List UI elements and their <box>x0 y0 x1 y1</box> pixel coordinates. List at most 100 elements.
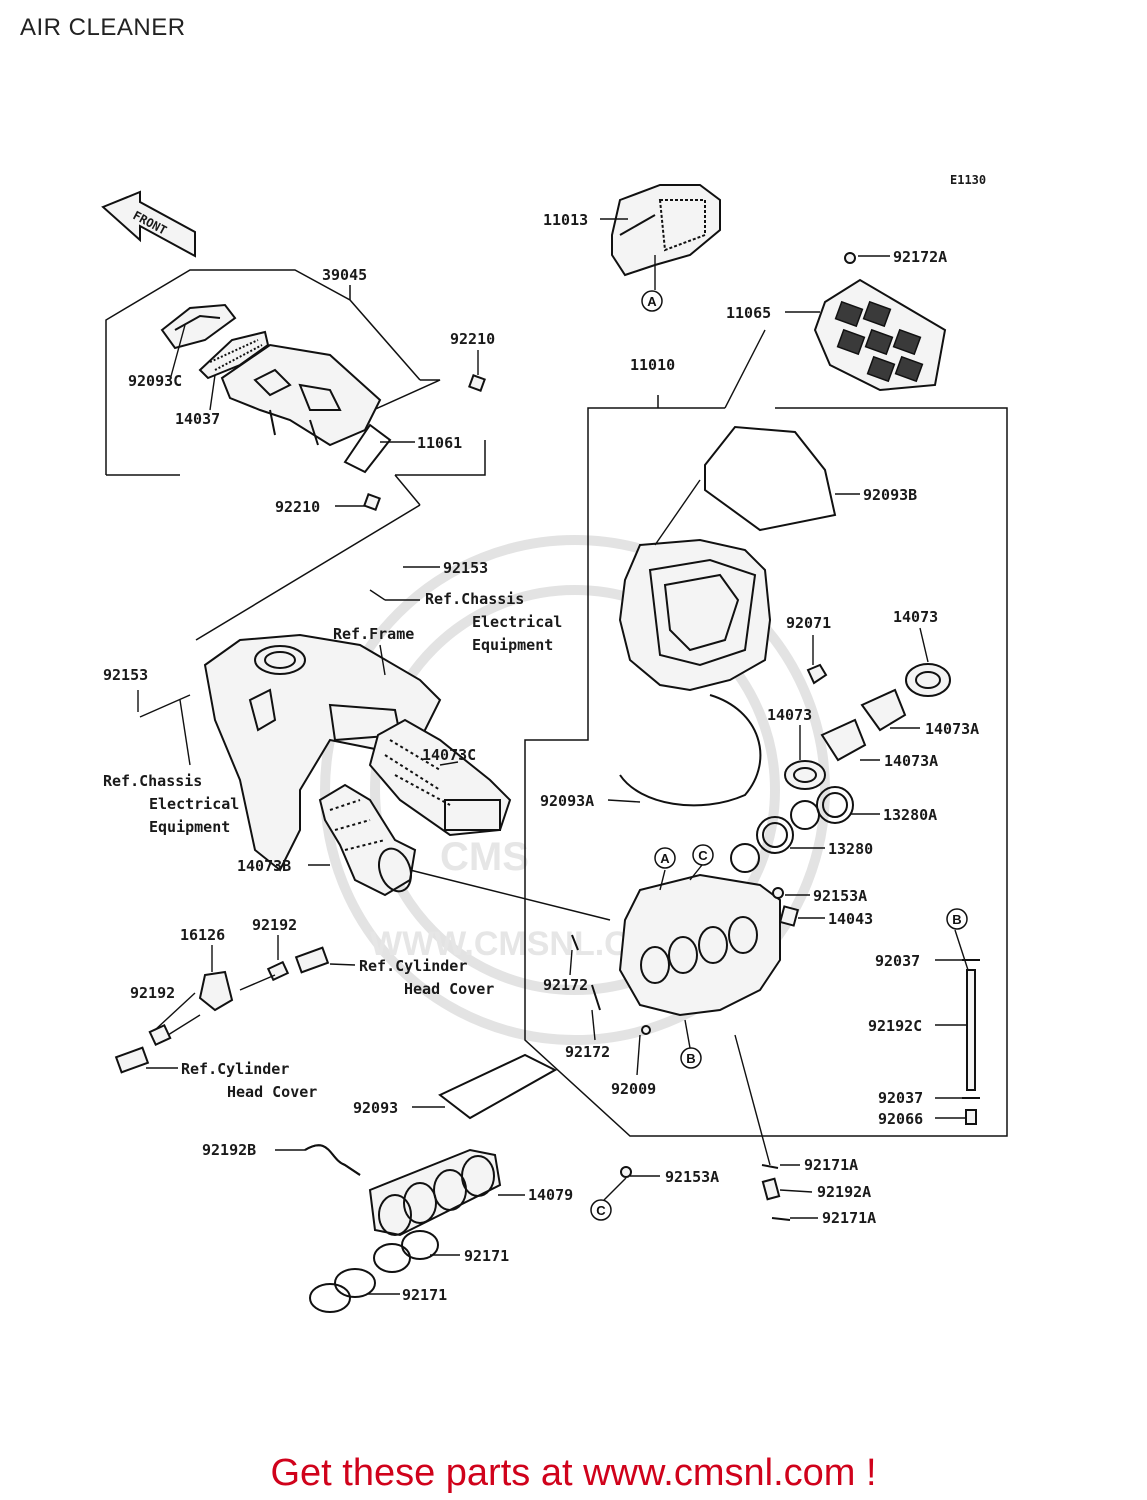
part-hose-92192B <box>304 1144 361 1176</box>
label-13280: 13280 <box>828 840 873 858</box>
ref-equipment-1: Equipment <box>472 636 553 654</box>
reference-labels: Ref.Chassis Electrical Equipment Ref.Fra… <box>103 590 562 1101</box>
page-title: AIR CLEANER <box>20 14 186 41</box>
part-stack-14073a <box>905 663 951 697</box>
label-92171A1: 92171A <box>804 1156 858 1174</box>
part-connector-cyl-1 <box>294 946 330 974</box>
label-14079: 14079 <box>528 1186 573 1204</box>
label-92171a: 92171 <box>464 1247 509 1265</box>
label-14043: 14043 <box>828 910 873 928</box>
ref-cylinder-1: Ref.Cylinder <box>359 957 467 975</box>
part-seal-92093A <box>619 694 762 807</box>
label-11065: 11065 <box>726 304 771 322</box>
part-nut-92153A1 <box>772 887 784 899</box>
part-screen-14037 <box>198 330 270 380</box>
label-16126: 16126 <box>180 926 225 944</box>
label-14073A1: 14073A <box>925 720 979 738</box>
part-clamp-92171a <box>373 1230 439 1273</box>
label-92093C: 92093C <box>128 372 182 390</box>
label-92093A: 92093A <box>540 792 594 810</box>
part-filter-11065 <box>813 278 947 392</box>
watermark-logo: CMS <box>440 835 529 879</box>
part-hose-92192A <box>761 1177 781 1201</box>
marker-a-2: A <box>660 851 670 866</box>
part-clip-92210b <box>363 493 381 511</box>
part-clamp-92171A1 <box>761 1164 779 1169</box>
label-92192B: 92192B <box>202 1141 256 1159</box>
label-92192C: 92192C <box>868 1017 922 1035</box>
label-92153A2: 92153A <box>665 1168 719 1186</box>
label-92172A: 92172A <box>893 248 947 266</box>
marker-c-1: C <box>698 848 708 863</box>
part-gasket-92093C <box>160 303 237 350</box>
marker-b-1: B <box>952 912 961 927</box>
part-clamp-92171A2 <box>771 1217 791 1221</box>
part-nut-92153A2 <box>620 1166 632 1178</box>
front-arrow-icon: FRONT <box>101 190 196 258</box>
part-hose-92192C <box>966 969 976 1091</box>
label-92153A1: 92153A <box>813 887 867 905</box>
label-92192a: 92192 <box>252 916 297 934</box>
part-duct-14073C <box>368 718 512 837</box>
part-connector-cyl-2 <box>114 1046 150 1074</box>
marker-b-2: B <box>686 1051 695 1066</box>
part-plug-92066 <box>965 1109 977 1125</box>
diagram-code: E1130 <box>950 173 986 187</box>
part-screw-92009 <box>641 1025 651 1035</box>
part-duct-11013 <box>611 184 721 277</box>
label-11061: 11061 <box>417 434 462 452</box>
ref-electrical-1: Electrical <box>472 613 562 631</box>
label-92093: 92093 <box>353 1099 398 1117</box>
label-92071: 92071 <box>786 614 831 632</box>
part-housing-upper <box>618 538 772 692</box>
marker-a-1: A <box>647 294 657 309</box>
label-92171A2: 92171A <box>822 1209 876 1227</box>
promo-link[interactable]: Get these parts at www.cmsnl.com ! <box>270 1452 877 1494</box>
label-14073a: 14073 <box>893 608 938 626</box>
label-92037a: 92037 <box>875 952 920 970</box>
ref-chassis-2: Ref.Chassis <box>103 772 202 790</box>
part-holder-14079 <box>368 1148 502 1237</box>
part-housing-lower <box>618 873 781 1017</box>
label-14037: 14037 <box>175 410 220 428</box>
label-11010: 11010 <box>630 356 675 374</box>
part-cover-39045 <box>220 343 382 447</box>
part-oring-13280A <box>816 786 854 824</box>
label-11013: 11013 <box>543 211 588 229</box>
ref-chassis-1: Ref.Chassis <box>425 590 524 608</box>
label-92171b: 92171 <box>402 1286 447 1304</box>
part-cap-14043 <box>778 905 800 927</box>
label-92172a: 92172 <box>543 976 588 994</box>
ref-head-cover-2: Head Cover <box>227 1083 317 1101</box>
label-13280A: 13280A <box>883 806 937 824</box>
ref-frame: Ref.Frame <box>333 625 414 643</box>
label-92210a: 92210 <box>450 330 495 348</box>
part-stack-14073b <box>784 760 826 790</box>
part-seal-92093B <box>704 425 837 532</box>
part-valve-16126 <box>198 970 234 1012</box>
ref-cylinder-2: Ref.Cylinder <box>181 1060 289 1078</box>
part-stack-14073A1 <box>860 688 907 732</box>
label-92172b: 92172 <box>565 1043 610 1061</box>
label-92009: 92009 <box>611 1080 656 1098</box>
part-duct-14073B <box>318 783 417 897</box>
label-14073C: 14073C <box>422 746 476 764</box>
ref-equipment-2: Equipment <box>149 818 230 836</box>
ref-head-cover-1: Head Cover <box>404 980 494 998</box>
part-bolt-92172A <box>844 252 856 264</box>
label-92192b: 92192 <box>130 984 175 1002</box>
label-92153a: 92153 <box>443 559 488 577</box>
label-92093B: 92093B <box>863 486 917 504</box>
part-gasket-92093 <box>438 1053 558 1120</box>
parts-diagram: CMS WWW.CMSNL.COM E1130 FRONT <box>101 173 1008 1313</box>
label-92066: 92066 <box>878 1110 923 1128</box>
part-oring-13280 <box>730 800 820 873</box>
label-92192A: 92192A <box>817 1183 871 1201</box>
leader-lines <box>137 218 969 1295</box>
label-14073B: 14073B <box>237 857 291 875</box>
part-stack-14073A2 <box>820 718 867 762</box>
label-92210b: 92210 <box>275 498 320 516</box>
part-seal-11061 <box>343 423 392 474</box>
part-nut-92071 <box>806 663 828 685</box>
part-bolt-92172b <box>591 984 601 1011</box>
